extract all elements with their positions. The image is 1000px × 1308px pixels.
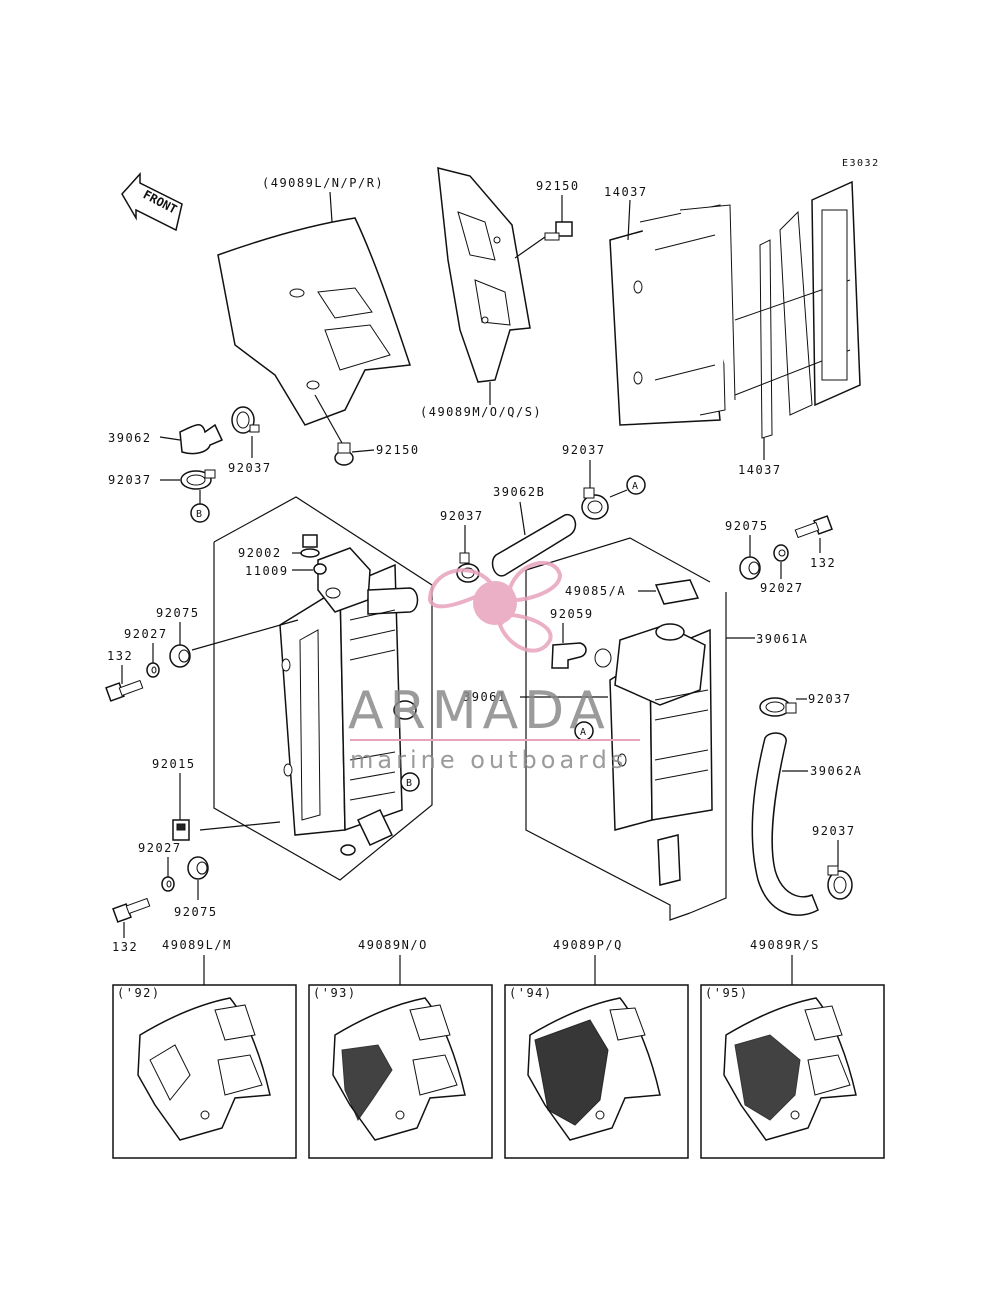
label-collar-92027-a: 92027 (124, 627, 168, 641)
shroud-graphic (723, 997, 857, 1141)
bolt-icon (794, 515, 833, 539)
watermark-tagline: marine outboards (350, 746, 627, 774)
bolt-icon (112, 897, 151, 923)
watermark-brand: ARMADA (348, 681, 611, 741)
radiator-fins (654, 689, 709, 781)
radiator-fins (349, 609, 396, 801)
label-hose-39062a: 39062A (810, 764, 862, 778)
bolt-icon (334, 442, 354, 466)
label-collar-92027-b: 92027 (138, 841, 182, 855)
radiator-grille-right (734, 180, 861, 439)
svg-text:B: B (406, 778, 414, 789)
label-clip-92015: 92015 (152, 757, 196, 771)
label-grommet-92075-b: 92075 (174, 905, 218, 919)
radiator-shroud-inner (437, 167, 531, 383)
grommet-icon (739, 556, 761, 580)
label-cap-92002: 92002 (238, 546, 282, 560)
variant-part-label: 49089L/M (162, 938, 232, 952)
svg-text:B: B (196, 509, 204, 520)
variant-panel: 49089N/O ('93) (308, 938, 493, 1159)
clip-icon (172, 819, 190, 841)
label-clamp-92037-d: 92037 (440, 509, 484, 523)
callout-b: B (400, 772, 420, 792)
label-clamp-92037-f: 92037 (812, 824, 856, 838)
shroud-graphic (332, 997, 466, 1141)
collar-icon (161, 876, 175, 892)
gasket-icon (313, 563, 327, 575)
hose-clamp-icon (581, 487, 609, 520)
hose-clamp-icon (231, 406, 260, 434)
label-radiator-39061a: 39061A (756, 632, 808, 646)
hose-clamp-icon (827, 865, 853, 900)
variant-year-label: ('94) (509, 986, 553, 1000)
label-bolt-132-a: 132 (107, 649, 133, 663)
label-grille-left: 14037 (604, 185, 648, 199)
radiator-grille-left (609, 204, 736, 426)
front-arrow-icon: FRONT (121, 172, 183, 232)
hose-long (751, 732, 819, 916)
label-collar-92027-c: 92027 (760, 581, 804, 595)
hose-clamp-icon (180, 469, 216, 490)
grommet-icon (187, 856, 209, 880)
collar-icon (773, 544, 789, 562)
label-gasket-11009: 11009 (245, 564, 289, 578)
label-hose-39062: 39062 (108, 431, 152, 445)
variant-panel: 49089L/M ('92) (112, 938, 297, 1159)
hose-clamp-icon (456, 552, 480, 583)
variant-year-label: ('92) (117, 986, 161, 1000)
label-clamp-92037-b: 92037 (108, 473, 152, 487)
radiator-cap (300, 534, 320, 558)
hose-elbow (179, 423, 224, 455)
variant-year-label: ('95) (705, 986, 749, 1000)
variant-part-label: 49089P/Q (553, 938, 623, 952)
label-clamp-92037-e: 92037 (808, 692, 852, 706)
callout-b: B (190, 490, 210, 523)
label-bolt-92150-top: 92150 (536, 179, 580, 193)
svg-text:A: A (632, 481, 640, 492)
propeller-logo-icon (427, 560, 563, 653)
variant-year-label: ('93) (313, 986, 357, 1000)
label-clamp-92037-c: 92037 (562, 443, 606, 457)
diagram-code: E3032 (842, 158, 880, 169)
small-hose (551, 642, 587, 669)
radiator-shroud-outer (217, 217, 412, 426)
radiator-left (213, 496, 433, 881)
label-grille-right: 14037 (738, 463, 782, 477)
variant-part-label: 49089R/S (750, 938, 820, 952)
rubber-pad (654, 579, 700, 605)
callout-a: A (626, 475, 646, 495)
bolt-icon (544, 221, 573, 241)
label-shroud-outer: (49089L/N/P/R) (262, 176, 384, 190)
label-grommet-92075-c: 92075 (725, 519, 769, 533)
hose-clamp-icon (759, 697, 797, 717)
radiator-right (525, 537, 727, 921)
label-bolt-132-b: 132 (112, 940, 138, 954)
label-hose-39062b: 39062B (493, 485, 545, 499)
variant-panel: 49089P/Q ('94) (504, 938, 689, 1159)
shroud-graphic (137, 997, 271, 1141)
svg-text:A: A (580, 727, 588, 738)
label-pad-49085: 49085/A (565, 584, 626, 598)
label-grommet-92075-a: 92075 (156, 606, 200, 620)
variant-part-label: 49089N/O (358, 938, 428, 952)
label-clamp-92037-a: 92037 (228, 461, 272, 475)
label-bolt-132-c: 132 (810, 556, 836, 570)
bolt-icon (105, 679, 144, 702)
label-hose-92059: 92059 (550, 607, 594, 621)
grommet-icon (169, 644, 191, 668)
watermark: ARMADA marine outboards (348, 560, 640, 774)
label-radiator-39061: 39061 (463, 690, 507, 704)
shroud-graphic (527, 997, 661, 1141)
label-shroud-inner: (49089M/O/Q/S) (420, 405, 542, 419)
hose-straight (491, 513, 577, 577)
variant-panel: 49089R/S ('95) (700, 938, 885, 1159)
collar-icon (146, 662, 160, 678)
label-bolt-92150-mid: 92150 (376, 443, 420, 457)
